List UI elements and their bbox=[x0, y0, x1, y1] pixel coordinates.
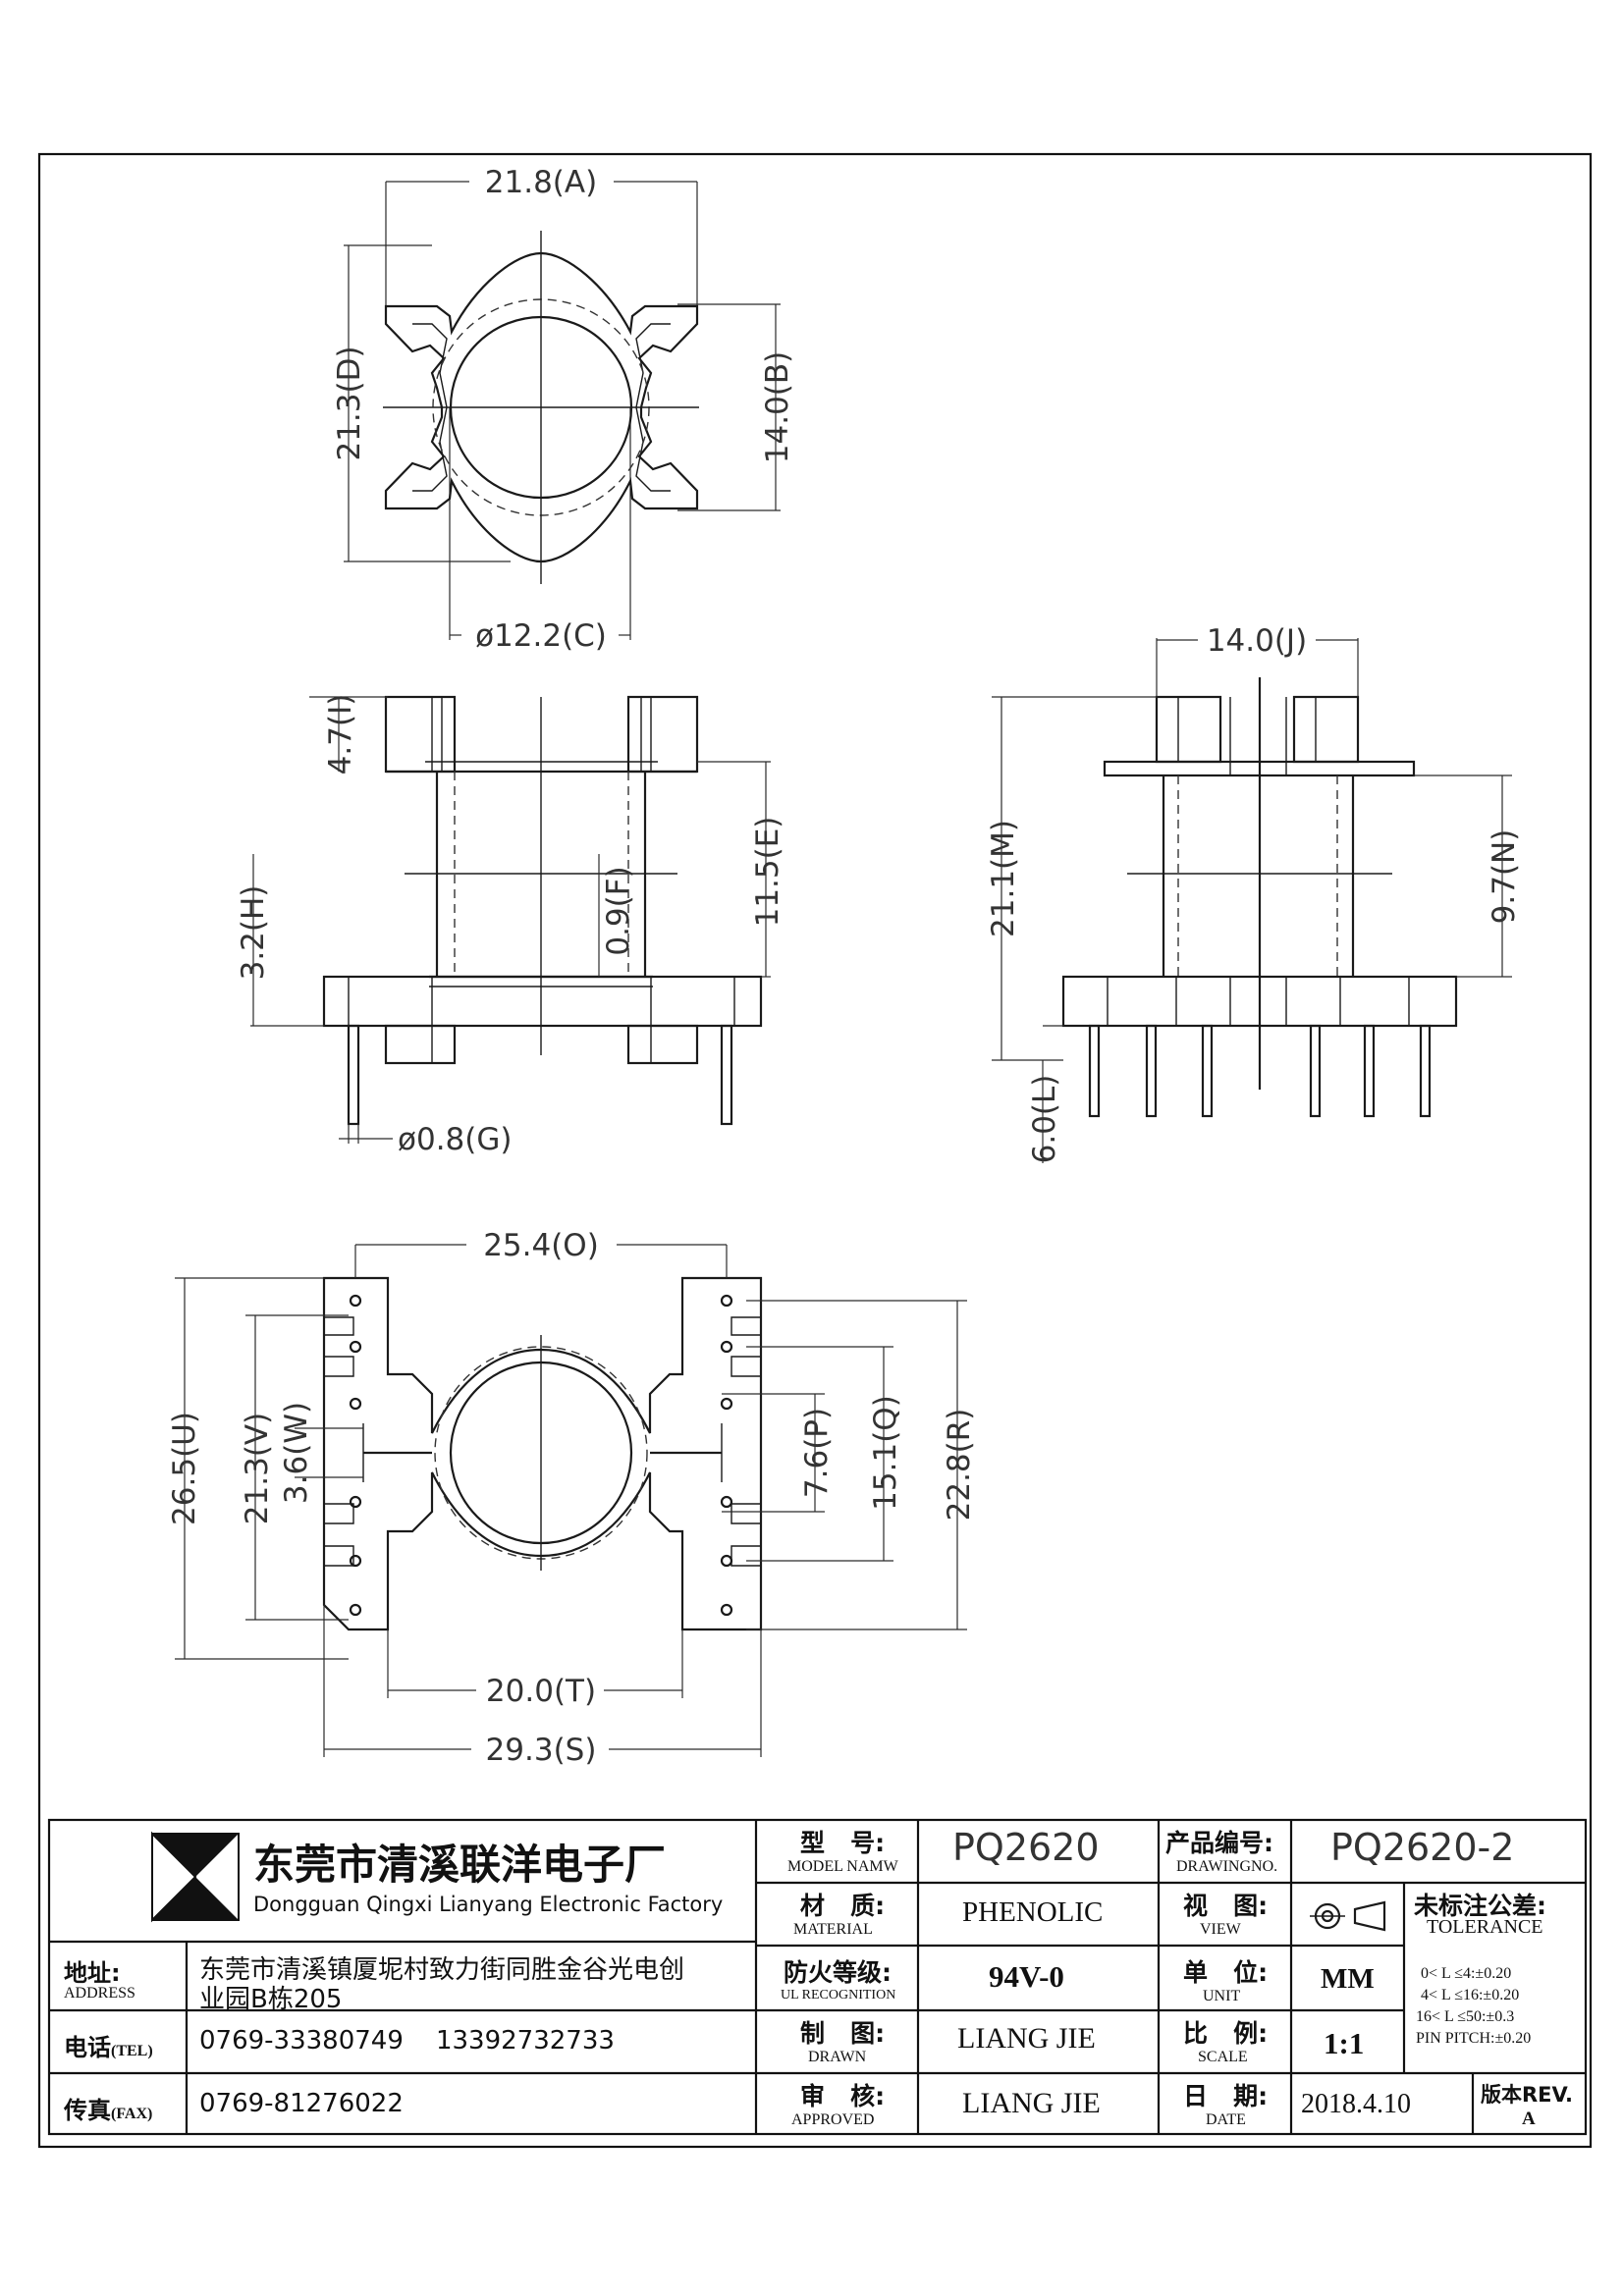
tel-label-en: (TEL) bbox=[111, 2043, 153, 2059]
dim-M-label: 21.1(M) bbox=[986, 820, 1021, 937]
dim-I-label: 4.7(I) bbox=[323, 694, 358, 775]
model-value: PQ2620 bbox=[952, 1826, 1100, 1869]
dim-E-label: 11.5(E) bbox=[750, 817, 785, 928]
drawn-label-cn: 制 图: bbox=[800, 2019, 886, 2048]
dim-C-label: ø12.2(C) bbox=[475, 618, 607, 654]
dim-B-label: 14.0(B) bbox=[760, 351, 795, 463]
date-value: 2018.4.10 bbox=[1301, 2089, 1411, 2119]
tel-label-cn: 电话 bbox=[64, 2034, 111, 2061]
dim-G-label: ø0.8(G) bbox=[398, 1122, 512, 1157]
fax-label-cn: 传真 bbox=[64, 2097, 111, 2124]
title-block-grid bbox=[47, 1818, 1588, 2136]
tolerance-line-1: 0< L ≤4:±0.20 bbox=[1421, 1965, 1512, 1982]
logo-bottom-triangle bbox=[152, 1877, 239, 1920]
side-view: 14.0(J) 21.1(M) 6.0(L) 9.7(N) bbox=[986, 623, 1522, 1163]
dim-W-label: 3.6(W) bbox=[279, 1402, 314, 1504]
fax-label: 传真(FAX) bbox=[64, 2091, 152, 2125]
unit-label-en: UNIT bbox=[1203, 1988, 1241, 2004]
ul-value: 94V-0 bbox=[989, 1959, 1064, 1994]
logo-top-triangle bbox=[152, 1834, 239, 1877]
address-line1: 东莞市清溪镇厦坭村致力街同胜金谷光电创 bbox=[199, 1955, 685, 1985]
drawn-value: LIANG JIE bbox=[957, 2022, 1096, 2055]
approved-value: LIANG JIE bbox=[962, 2087, 1101, 2119]
scale-label-cn: 比 例: bbox=[1183, 2019, 1269, 2048]
ul-label-en: UL RECOGNITION bbox=[781, 1988, 896, 2002]
rev-label: 版本REV. bbox=[1481, 2083, 1574, 2107]
drawingno-label-en: DRAWINGNO. bbox=[1176, 1858, 1278, 1875]
front-view: 4.7(I) 3.2(H) 0.9(F) 11.5(E) ø0.8(G) bbox=[236, 694, 785, 1157]
view-label-en: VIEW bbox=[1200, 1921, 1241, 1938]
sheet-border bbox=[37, 152, 1593, 2149]
dim-D-label: 21.3(D) bbox=[332, 346, 367, 460]
date-label-en: DATE bbox=[1206, 2111, 1246, 2128]
drawn-label-en: DRAWN bbox=[808, 2049, 867, 2065]
dim-J-label: 14.0(J) bbox=[1207, 623, 1307, 659]
tel-value: 0769-33380749 13392732733 bbox=[199, 2026, 615, 2056]
view-label-cn: 视 图: bbox=[1183, 1892, 1269, 1920]
company-name-en: Dongguan Qingxi Lianyang Electronic Fact… bbox=[253, 1893, 724, 1916]
tolerance-line-2: 4< L ≤16:±0.20 bbox=[1421, 1987, 1520, 2003]
dim-L-label: 6.0(L) bbox=[1027, 1075, 1062, 1164]
dim-A-label: 21.8(A) bbox=[485, 165, 597, 200]
dim-H-label: 3.2(H) bbox=[236, 885, 271, 981]
dim-U-label: 26.5(U) bbox=[167, 1412, 202, 1525]
material-label-cn: 材 质: bbox=[800, 1892, 886, 1920]
scale-value: 1:1 bbox=[1324, 2026, 1365, 2060]
company-name-cn: 东莞市清溪联洋电子厂 bbox=[253, 1841, 667, 1889]
drawingno-value: PQ2620-2 bbox=[1330, 1826, 1515, 1869]
dim-N-label: 9.7(N) bbox=[1487, 829, 1522, 925]
material-label-en: MATERIAL bbox=[793, 1921, 873, 1938]
scale-label-en: SCALE bbox=[1198, 2049, 1248, 2065]
model-label-cn: 型 号: bbox=[800, 1829, 886, 1857]
dim-V-label: 21.3(V) bbox=[240, 1413, 275, 1524]
ul-label-cn: 防火等级: bbox=[784, 1958, 892, 1987]
approved-label-en: APPROVED bbox=[791, 2111, 875, 2128]
dim-P-label: 7.6(P) bbox=[799, 1408, 835, 1498]
top-view: 21.8(A) 21.3(D) 14.0(B) ø12.2(C) bbox=[332, 165, 795, 654]
approved-label-cn: 审 核: bbox=[800, 2082, 886, 2110]
material-value: PHENOLIC bbox=[962, 1896, 1104, 1928]
unit-value: MM bbox=[1321, 1963, 1375, 1995]
address-line2: 业园B栋205 bbox=[199, 1985, 343, 2014]
bottom-view: 25.4(O) 26.5(U) 21.3(V) 3.6(W) 7.6(P) 15… bbox=[167, 1228, 977, 1768]
dim-R-label: 22.8(R) bbox=[942, 1409, 977, 1522]
rev-value: A bbox=[1522, 2109, 1536, 2129]
address-label-en: ADDRESS bbox=[64, 1985, 135, 2002]
dim-S-label: 29.3(S) bbox=[486, 1733, 597, 1768]
drawingno-label-cn: 产品编号: bbox=[1165, 1829, 1273, 1857]
fax-value: 0769-81276022 bbox=[199, 2089, 404, 2118]
date-label-cn: 日 期: bbox=[1183, 2082, 1269, 2110]
tel-label: 电话(TEL) bbox=[64, 2028, 153, 2062]
address-label-cn: 地址: bbox=[64, 1959, 121, 1987]
dim-Q-label: 15.1(Q) bbox=[868, 1395, 903, 1511]
dim-O-label: 25.4(O) bbox=[483, 1228, 599, 1263]
model-label-en: MODEL NAMW bbox=[787, 1858, 898, 1875]
tolerance-title-en: TOLERANCE bbox=[1427, 1916, 1543, 1938]
fax-label-en: (FAX) bbox=[111, 2106, 153, 2122]
tolerance-title-cn: 未标注公差: bbox=[1414, 1892, 1546, 1920]
tolerance-line-4: PIN PITCH:±0.20 bbox=[1416, 2030, 1532, 2047]
dim-F-label: 0.9(F) bbox=[601, 866, 636, 955]
dim-T-label: 20.0(T) bbox=[486, 1674, 596, 1709]
tolerance-line-3: 16< L ≤50:±0.3 bbox=[1416, 2008, 1515, 2025]
unit-label-cn: 单 位: bbox=[1183, 1958, 1269, 1987]
